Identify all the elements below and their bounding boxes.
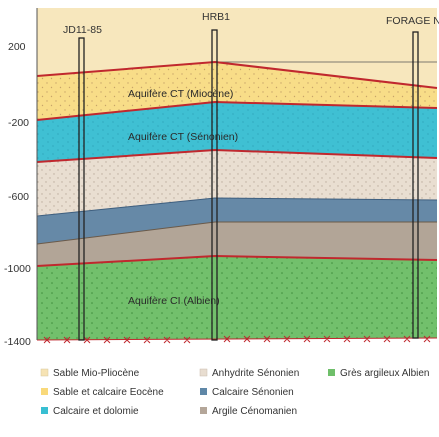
legend-item-anhydrite-senonien: Anhydrite Sénonien	[199, 368, 299, 379]
miocene-base-boundary	[36, 100, 438, 121]
depth-tick-label: -1400	[4, 336, 31, 348]
well-column	[78, 37, 85, 341]
legend-label: Sable Mio-Pliocène	[53, 368, 140, 379]
layer-calcaire-senonien	[37, 198, 437, 244]
aquifer-label-miocene: Aquifère CT (Miocène)	[128, 88, 233, 100]
basement-cross-hatching	[36, 335, 438, 344]
legend-swatch	[40, 368, 49, 377]
legend-item-sable-calcaire-eocene: Sable et calcaire Eocène	[41, 387, 164, 398]
layer-calcaire-dolomie-dots	[37, 102, 437, 162]
depth-tick-label: -600	[8, 191, 29, 203]
aquifer-boundaries	[36, 60, 438, 267]
senonien-base-boundary	[36, 148, 438, 163]
well-label: JD11-85	[63, 24, 102, 36]
well-label: HRB1	[202, 11, 230, 23]
well-hrb1: HRB1	[202, 11, 230, 341]
legend-item-calcaire-senonien: Calcaire Sénonien	[200, 387, 294, 398]
legend-label: Calcaire Sénonien	[212, 387, 294, 398]
legend-item-calcaire-dolomie: Calcaire et dolomie	[41, 406, 139, 417]
legend-label: Calcaire et dolomie	[53, 406, 139, 417]
legend-swatch	[328, 369, 335, 376]
well-label: FORAGE N5	[386, 15, 439, 27]
depth-tick-label: 200	[8, 41, 26, 53]
boundary-line	[36, 197, 438, 217]
aquifer-label-albien: Aquifère CI (Albien)	[128, 295, 220, 307]
well-column	[412, 31, 419, 339]
well-jd11-85: JD11-85	[63, 24, 102, 341]
miocene-top-boundary	[36, 60, 438, 89]
strata-layers	[37, 8, 437, 340]
legend-label: Argile Cénomanien	[212, 406, 297, 417]
boundary-line	[36, 221, 437, 245]
depth-axis: 200 -200 -600 -1000 -1400	[4, 8, 38, 348]
layer-anhydrite-senonien-dots	[37, 150, 437, 216]
depth-tick-label: -1000	[4, 263, 31, 275]
legend-swatch	[200, 407, 207, 414]
well-column	[211, 29, 218, 341]
legend-swatch	[200, 388, 207, 395]
legend-swatch	[41, 388, 48, 395]
depth-tick-label: -200	[8, 117, 29, 129]
legend-label: Anhydrite Sénonien	[212, 368, 299, 379]
layer-argile-cenomanien	[37, 222, 437, 266]
legend-label: Grès argileux Albien	[340, 368, 430, 379]
basement-line	[36, 337, 438, 341]
legend: Sable Mio-Pliocène Sable et calcaire Eoc…	[40, 368, 430, 417]
legend-item-gres-argileux-albien: Grès argileux Albien	[328, 368, 430, 379]
legend-item-sable-mio-pliocene: Sable Mio-Pliocène	[40, 368, 140, 379]
layer-gres-argileux-albien-dots	[37, 256, 437, 340]
well-forage-n5: FORAGE N5	[386, 15, 439, 339]
aquifer-labels: Aquifère CT (Miocène) Aquifère CT (Sénon…	[128, 88, 238, 307]
albien-top-boundary	[36, 254, 438, 267]
cross-marks	[43, 335, 431, 344]
legend-label: Sable et calcaire Eocène	[53, 387, 164, 398]
legend-swatch	[199, 368, 208, 377]
legend-item-argile-cenomanien: Argile Cénomanien	[200, 406, 297, 417]
aquifer-label-senonien: Aquifère CT (Sénonien)	[128, 131, 238, 143]
legend-swatch	[41, 407, 48, 414]
